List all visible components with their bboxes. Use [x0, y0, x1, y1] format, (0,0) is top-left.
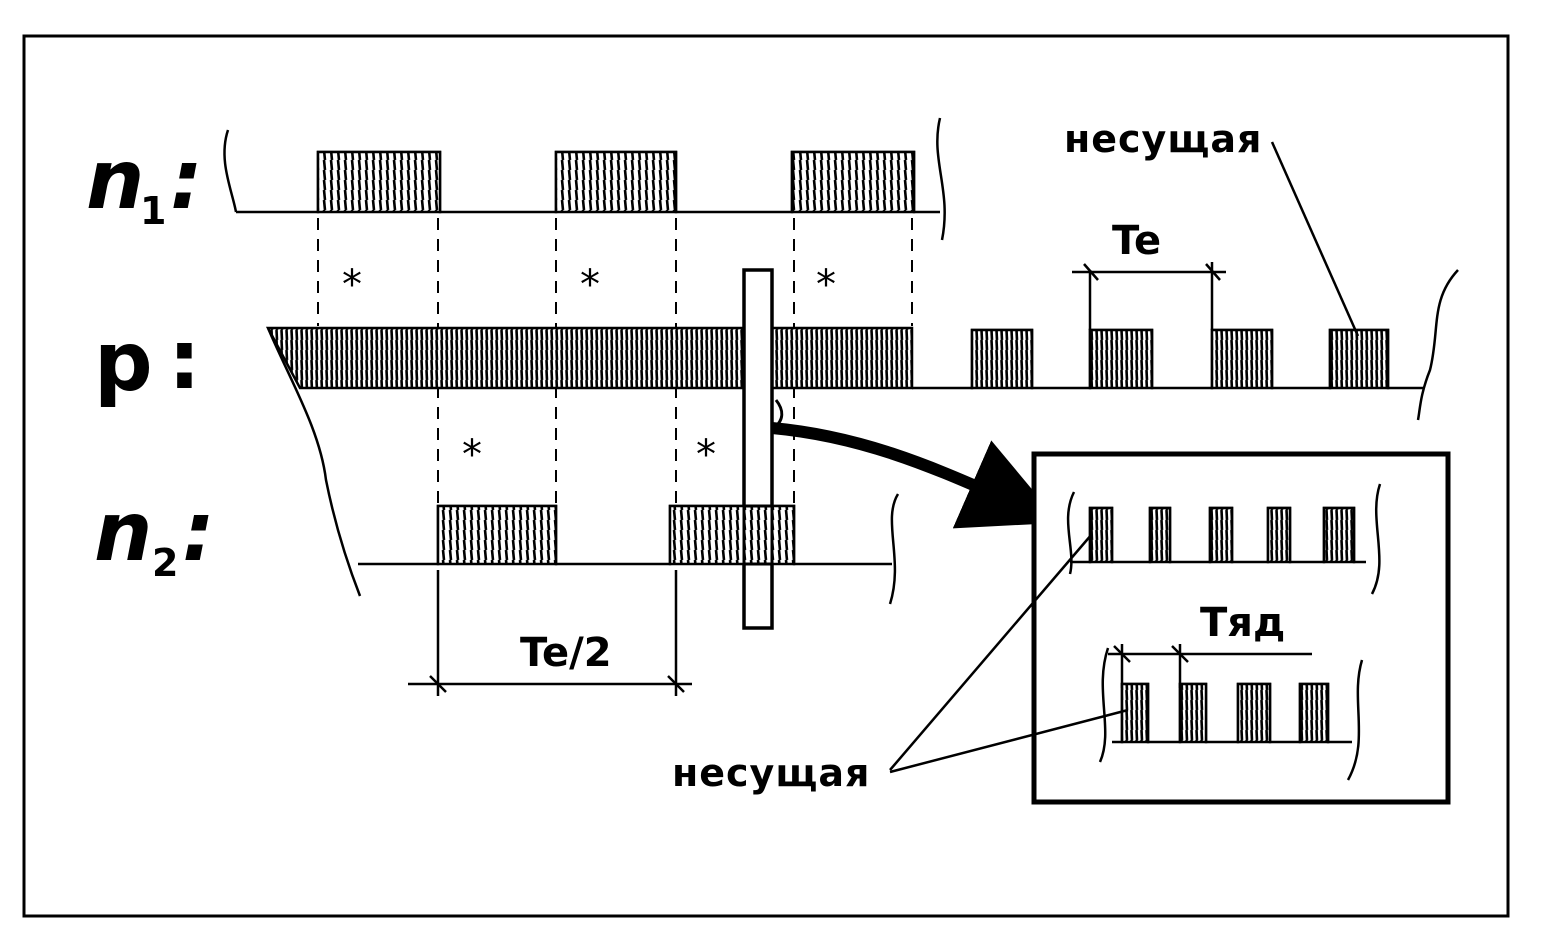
tyad-dimension — [1108, 644, 1312, 688]
n1-pulse-2 — [554, 150, 678, 214]
te-dimension — [1072, 262, 1226, 330]
n2-break-right — [888, 493, 900, 605]
inset-upper-pulse-3 — [1208, 506, 1234, 564]
zoom-arrow — [771, 422, 1060, 529]
label-te-half: Te/2 — [520, 630, 612, 676]
inset-lower-break-left — [1098, 647, 1110, 763]
guide-lines — [317, 218, 913, 506]
label-n1: n 1 : — [86, 133, 203, 233]
p-break-right — [1416, 269, 1459, 421]
label-carrier-bottom: несущая — [672, 751, 870, 795]
inset-upper-pulse-2 — [1148, 506, 1172, 564]
inset-lower-break-right — [1346, 659, 1364, 781]
star-n1-2: * — [580, 262, 600, 308]
p-carrier-pulse-4 — [1328, 328, 1390, 390]
star-n1-1: * — [342, 262, 362, 308]
inset-upper-break-left — [1066, 491, 1076, 575]
n2-pulse-1 — [436, 504, 558, 566]
inset-lower-pulse-1 — [1120, 682, 1150, 744]
inset-lower-pulse-4 — [1298, 682, 1330, 744]
label-n1-letter: n — [86, 133, 144, 228]
label-n2: n 2 : — [94, 485, 215, 585]
inset-upper-pulse-1 — [1088, 506, 1114, 564]
star-n2-2: * — [696, 432, 716, 478]
label-p-letter: p — [94, 315, 153, 410]
stars: * * * * * — [342, 262, 836, 478]
n1-pulse-3 — [790, 150, 916, 214]
p-carrier-pulse-1 — [970, 328, 1034, 390]
inset-lower-pulse-2 — [1178, 682, 1208, 744]
inset-upper-pulse-4 — [1266, 506, 1292, 564]
label-n2-subscript: 2 — [152, 541, 178, 585]
label-tyad: Тяд — [1200, 600, 1285, 646]
carrier-bottom-leader-1 — [889, 533, 1093, 771]
p-continuous-band — [265, 326, 914, 390]
label-carrier-top: несущая — [1064, 117, 1262, 161]
p-break-left — [266, 327, 362, 597]
label-n1-colon: : — [170, 133, 203, 228]
carrier-top-leader — [1270, 141, 1360, 337]
n1-break-left — [223, 129, 238, 213]
window-overlap — [742, 504, 774, 566]
label-te: Te — [1112, 218, 1161, 264]
inset-upper-break-right — [1370, 483, 1382, 595]
sampling-window — [742, 268, 774, 630]
inset-lower-pulse-3 — [1236, 682, 1272, 744]
p-carrier-pulse-3 — [1210, 328, 1274, 390]
n1-pulse-1 — [316, 150, 442, 214]
label-n2-letter: n — [94, 485, 152, 580]
p-carrier-pulse-2 — [1088, 328, 1154, 390]
inset-upper-pulse-5 — [1322, 506, 1356, 564]
n1-break-right — [936, 117, 946, 241]
p-waveform — [265, 269, 1459, 597]
label-n1-subscript: 1 — [140, 189, 166, 233]
outer-frame — [22, 34, 1510, 918]
star-n1-3: * — [816, 262, 836, 308]
label-n2-colon: : — [182, 485, 215, 580]
n2-pulse-2 — [668, 504, 796, 566]
carrier-bottom-leader-2 — [889, 708, 1129, 774]
label-p-colon: : — [168, 313, 201, 408]
label-p: p : — [94, 313, 201, 410]
star-n2-1: * — [462, 432, 482, 478]
zoom-arrow-tail — [773, 399, 784, 430]
te-half-dimension — [408, 570, 692, 696]
